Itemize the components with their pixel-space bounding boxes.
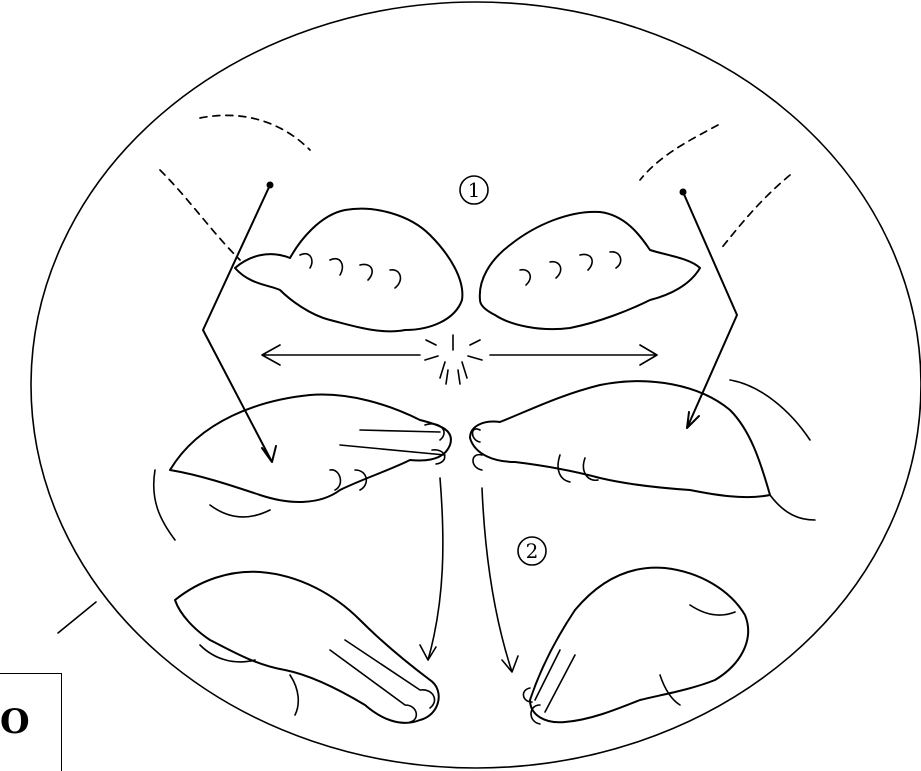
outer-ellipse: [31, 2, 921, 768]
left-upper-arm: [160, 115, 310, 260]
left-pointing-hand: [170, 395, 451, 502]
left-lower-fingernails: [330, 640, 435, 722]
right-zigzag-arrow: [683, 192, 737, 428]
left-fist: [235, 209, 462, 332]
right-lower-hand: [530, 568, 748, 723]
right-pointing-fingers: [473, 429, 599, 482]
step-2-group: 2: [175, 537, 748, 724]
left-horizontal-arrow: [262, 345, 420, 365]
left-pointing-fingers: [330, 424, 445, 490]
right-fist: [480, 212, 700, 329]
step-1-marker-label: 1: [468, 178, 481, 202]
left-arrow-dot: [267, 182, 274, 189]
step-2-marker-label: 2: [526, 539, 539, 563]
leader-line: [58, 602, 96, 633]
corner-label: O: [0, 702, 30, 742]
left-zigzag-arrow: [203, 185, 276, 462]
right-lower-fingernails: [523, 650, 575, 724]
right-lower-wrist: [660, 605, 735, 705]
right-upper-arm: [640, 125, 790, 250]
impact-burst: [425, 335, 482, 384]
right-fist-knuckles: [520, 252, 621, 285]
left-lower-wrist: [200, 645, 298, 715]
right-arrow-dot: [680, 189, 687, 196]
right-horizontal-arrow: [490, 345, 657, 365]
step-1-group: 1: [160, 115, 790, 462]
right-forearm: [730, 380, 815, 520]
left-fist-knuckles: [300, 254, 400, 288]
right-pointing-hand: [470, 381, 770, 497]
right-down-arrow: [482, 488, 518, 672]
left-down-arrow: [420, 478, 443, 660]
